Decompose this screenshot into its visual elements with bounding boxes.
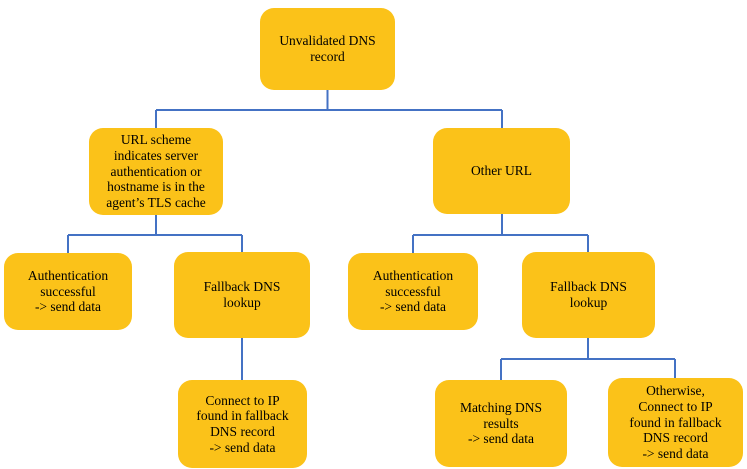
- node-fallback-dns-left: Fallback DNS lookup: [174, 252, 310, 338]
- connector-other-url-to-children: [412, 214, 589, 254]
- connector-root-to-level2: [155, 90, 503, 129]
- node-otherwise-connect-ip: Otherwise, Connect to IP found in fallba…: [608, 378, 743, 467]
- node-other-url: Other URL: [433, 128, 570, 214]
- node-url-scheme: URL scheme indicates server authenticati…: [89, 128, 223, 215]
- node-auth-success-left: Authentication successful -> send data: [4, 253, 132, 330]
- connector-fallback-right-to-children: [500, 338, 676, 381]
- node-unvalidated-dns-record: Unvalidated DNS record: [260, 8, 395, 90]
- node-matching-dns: Matching DNS results -> send data: [435, 380, 567, 467]
- node-auth-success-right: Authentication successful -> send data: [348, 253, 478, 330]
- connector-url-scheme-to-children: [67, 215, 243, 254]
- node-connect-ip-fallback: Connect to IP found in fallback DNS reco…: [178, 380, 307, 468]
- node-fallback-dns-right: Fallback DNS lookup: [522, 252, 655, 338]
